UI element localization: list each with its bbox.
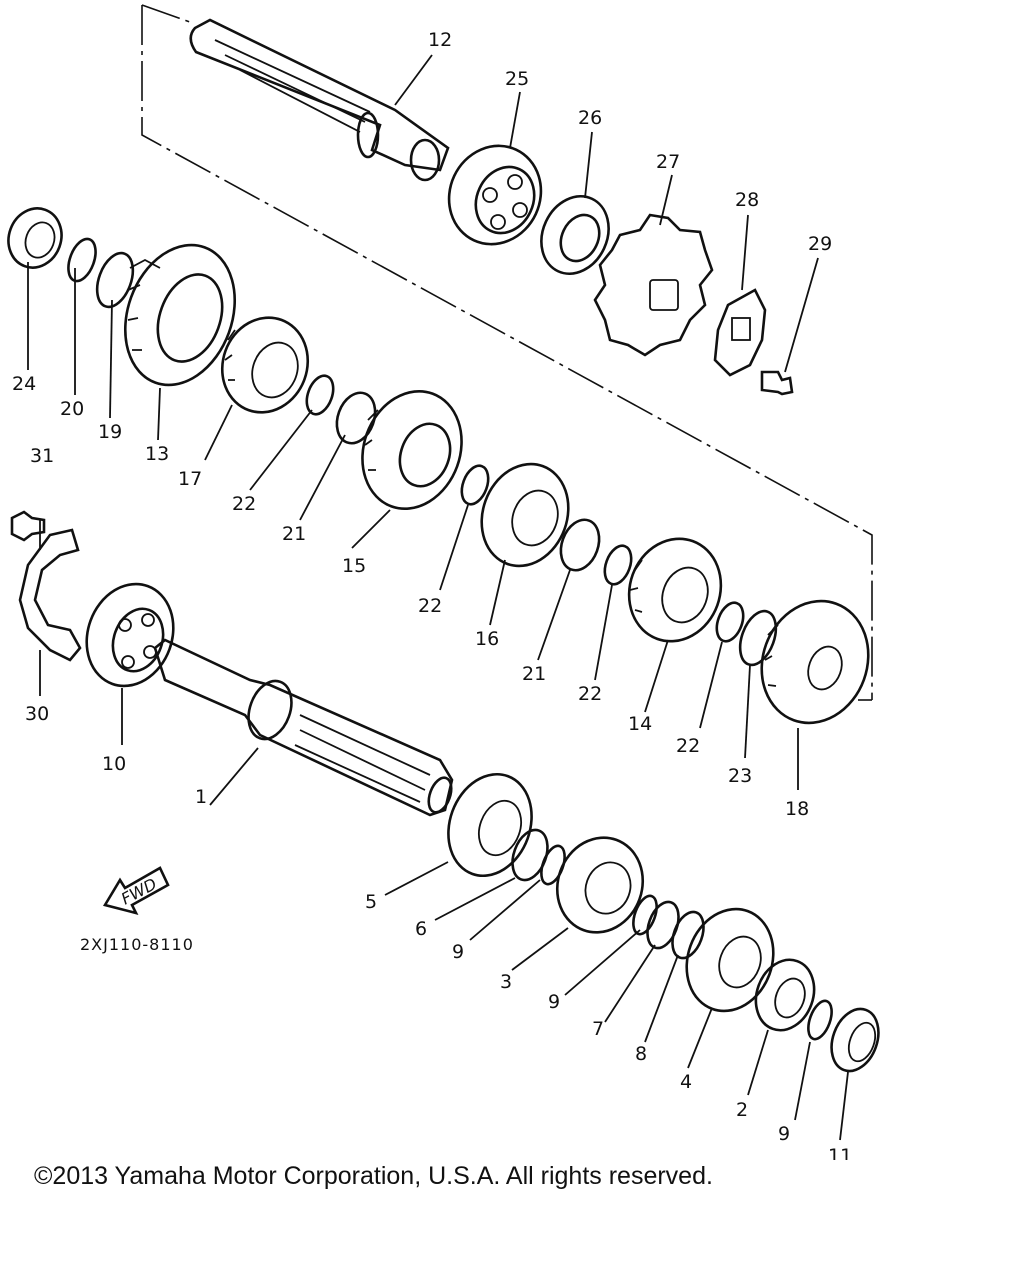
main-axle [153, 638, 454, 817]
washer-19 [95, 251, 135, 309]
callout-14: 14 [628, 713, 652, 735]
callout-labels: 1 2 3 4 5 6 7 8 9 9 9 9 10 11 12 13 14 1… [12, 29, 852, 1160]
callout-1: 1 [195, 786, 207, 808]
diagram-code: 2XJ110-8110 [80, 935, 194, 954]
callout-31: 31 [30, 445, 54, 467]
gear-14 [627, 537, 723, 643]
clip-22-a [305, 374, 335, 416]
clip-9-a [540, 844, 566, 886]
washer-21-a [335, 391, 377, 445]
callout-27: 27 [656, 151, 680, 173]
gear-17 [220, 316, 310, 414]
callout-29: 29 [808, 233, 832, 255]
callout-21-b: 21 [522, 663, 546, 685]
gear-5 [447, 772, 533, 878]
callout-22-d: 22 [676, 735, 700, 757]
gear-4 [685, 907, 775, 1013]
gear-2 [754, 958, 816, 1032]
callout-3: 3 [500, 971, 512, 993]
callout-9-c: 9 [778, 1123, 790, 1145]
callout-12: 12 [428, 29, 452, 51]
bolt-29 [760, 370, 794, 396]
assembly-frame [141, 4, 873, 701]
callout-23: 23 [728, 765, 752, 787]
callout-8: 8 [635, 1043, 647, 1065]
callout-22-c: 22 [578, 683, 602, 705]
clip-22-d [715, 601, 745, 643]
gear-18 [760, 599, 870, 725]
callout-20: 20 [60, 398, 84, 420]
callout-9-b: 9 [548, 991, 560, 1013]
bearing-10 [85, 582, 175, 688]
callout-18: 18 [785, 798, 809, 820]
washer-23 [738, 609, 778, 667]
lock-washer-28 [713, 288, 767, 377]
callout-17: 17 [178, 468, 202, 490]
callout-11: 11 [828, 1145, 852, 1160]
clip-9-c [807, 999, 833, 1041]
drive-sprocket-27 [593, 213, 714, 357]
oil-seal-26 [540, 195, 610, 275]
leader-lines [27, 54, 849, 1141]
callout-9-a: 9 [452, 941, 464, 963]
copyright-notice: ©2013 Yamaha Motor Corporation, U.S.A. A… [34, 1162, 713, 1190]
callout-19: 19 [98, 421, 122, 443]
clip-20 [67, 237, 97, 283]
bearing-11 [830, 1007, 880, 1073]
drive-axle [189, 18, 450, 182]
callout-16: 16 [475, 628, 499, 650]
callout-2: 2 [736, 1099, 748, 1121]
callout-24: 24 [12, 373, 36, 395]
transmission-exploded-diagram: FWD 2XJ110-8110 [7, 4, 880, 1160]
washer-21-b [559, 518, 601, 572]
washer-8 [671, 910, 705, 960]
callout-26: 26 [578, 107, 602, 129]
callout-10: 10 [102, 753, 126, 775]
callout-4: 4 [680, 1071, 692, 1093]
gear-3 [555, 836, 645, 934]
callout-22-b: 22 [418, 595, 442, 617]
fwd-arrow-icon: FWD [102, 866, 170, 915]
callout-25: 25 [505, 68, 529, 90]
callout-28: 28 [735, 189, 759, 211]
gear-16 [480, 462, 570, 568]
callout-5: 5 [365, 891, 377, 913]
callout-15: 15 [342, 555, 366, 577]
callout-7: 7 [592, 1018, 604, 1040]
clip-9-b [632, 894, 658, 936]
clip-22-c [603, 544, 633, 586]
callout-21-a: 21 [282, 523, 306, 545]
stopper-plate-30 [18, 528, 82, 662]
gear-15 [361, 389, 463, 511]
bearing-24 [7, 207, 63, 269]
bolt-31 [10, 510, 46, 542]
callout-30: 30 [25, 703, 49, 725]
callout-22-a: 22 [232, 493, 256, 515]
clip-22-b [460, 464, 490, 506]
bearing-25 [447, 144, 543, 246]
callout-6: 6 [415, 918, 427, 940]
gear-13 [123, 243, 237, 387]
callout-13: 13 [145, 443, 169, 465]
